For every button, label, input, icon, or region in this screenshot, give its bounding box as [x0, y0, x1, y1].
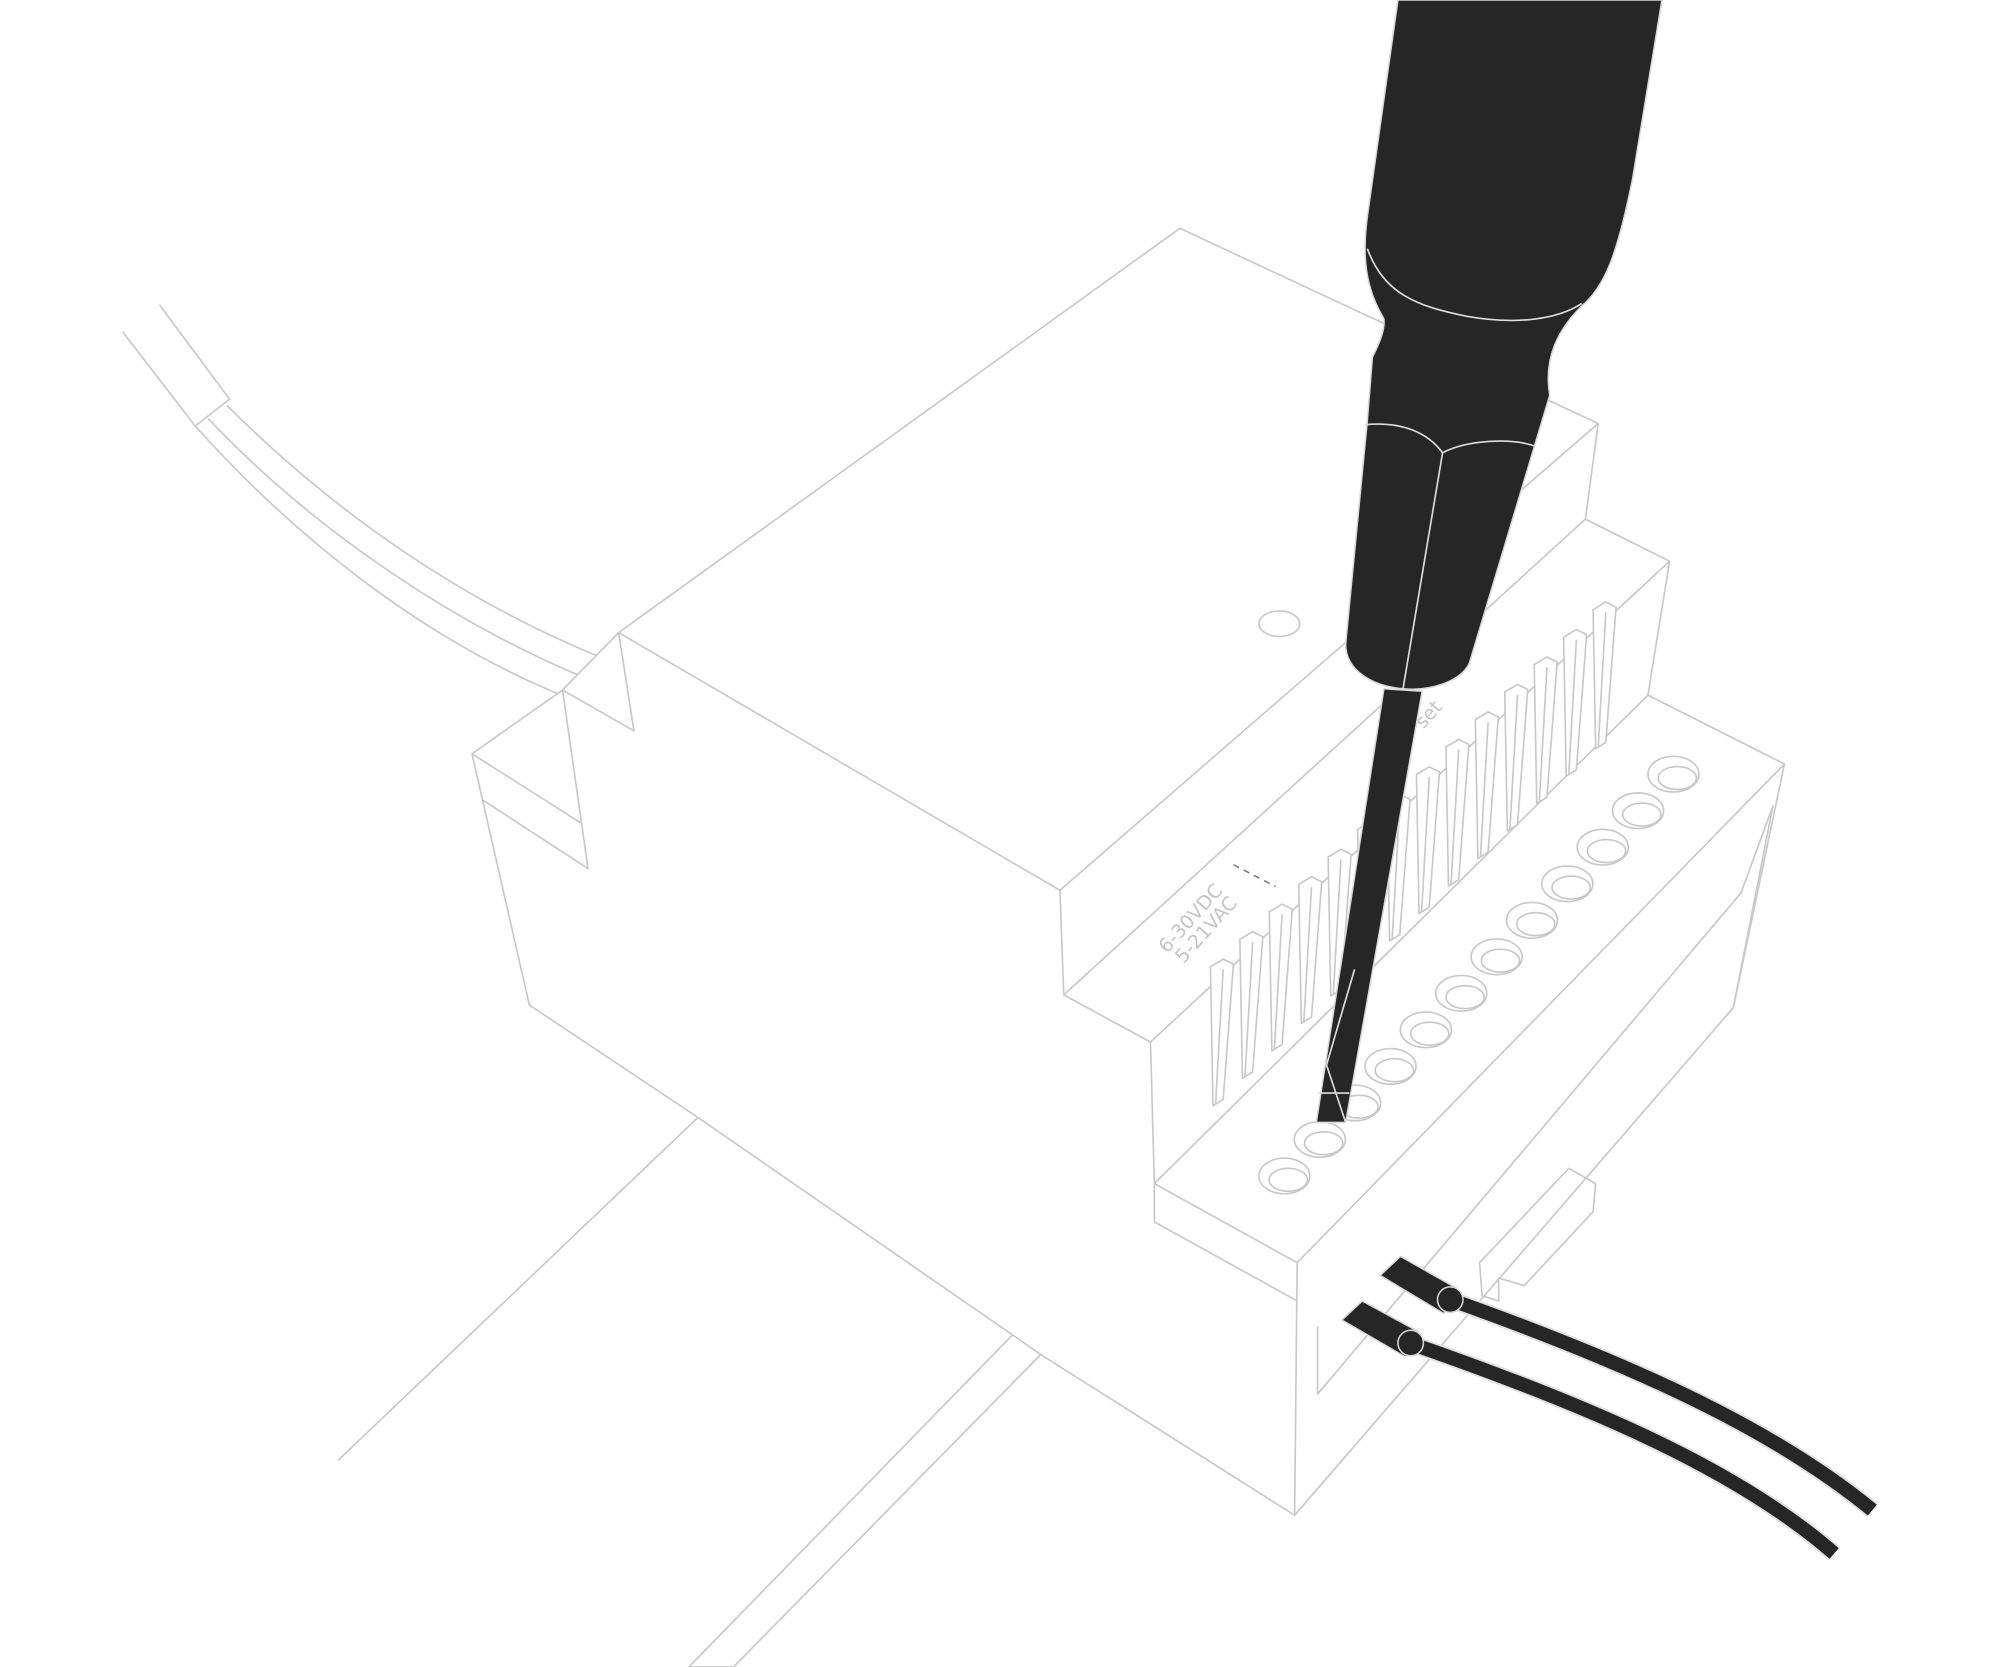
screwdriver-icon	[1315, 0, 1663, 1124]
fin	[1239, 930, 1264, 1080]
fin	[1209, 958, 1235, 1107]
cable-wires	[1340, 1255, 1879, 1561]
fin	[1503, 683, 1529, 832]
fin	[1592, 601, 1617, 750]
terminal-screw	[1647, 755, 1700, 793]
left-cable	[121, 304, 600, 696]
fin	[1474, 711, 1500, 860]
fin	[1327, 848, 1352, 997]
terminal-screw	[1399, 1011, 1453, 1049]
terminal-screw	[1434, 974, 1488, 1013]
terminal-screw	[1611, 792, 1665, 830]
terminal-screw	[1470, 938, 1523, 976]
fin	[1268, 903, 1294, 1052]
fin	[1297, 875, 1323, 1025]
fin	[1562, 628, 1588, 777]
terminal-screw	[1576, 828, 1630, 866]
fin	[1415, 766, 1441, 915]
terminal-screw	[1293, 1120, 1347, 1159]
terminal-screw	[1364, 1047, 1417, 1086]
terminal-screw	[1541, 865, 1594, 903]
fin	[1533, 656, 1559, 805]
fin	[1445, 738, 1470, 887]
terminal-screw	[1505, 901, 1559, 939]
terminal-screw	[1258, 1157, 1311, 1195]
